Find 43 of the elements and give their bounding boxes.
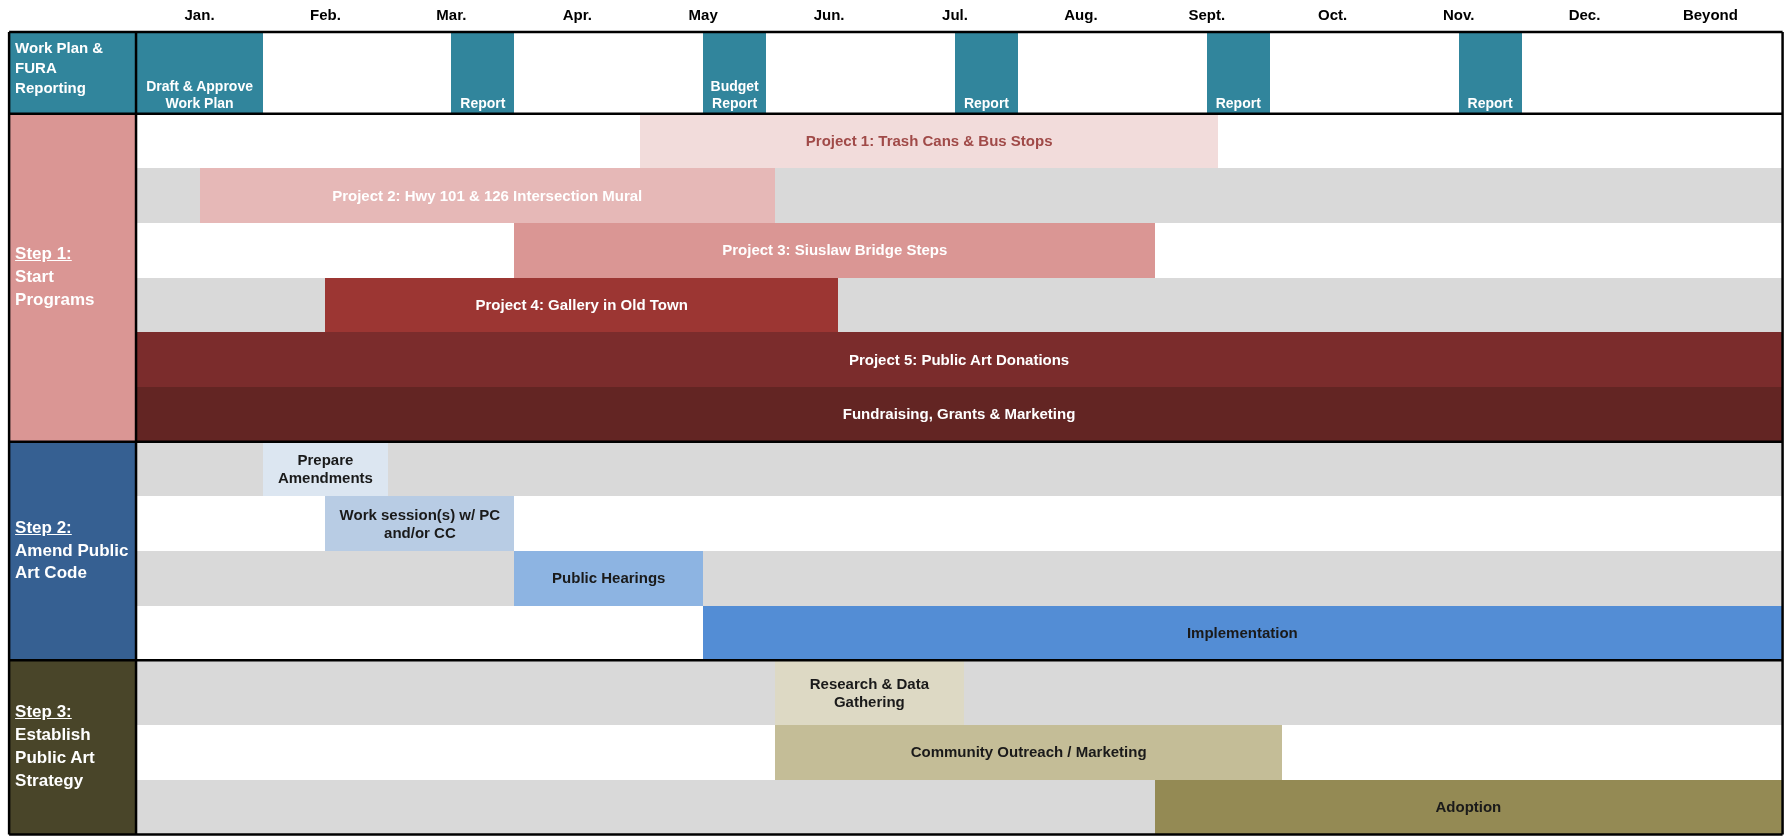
task-bar: Community Outreach / Marketing	[774, 725, 1283, 780]
row-header	[9, 660, 136, 835]
task-bar: Public Hearings	[514, 550, 704, 606]
row-header	[9, 441, 136, 661]
milestone-bar: Draft & Approve Work Plan	[136, 31, 263, 114]
month-label: Apr.	[561, 6, 593, 23]
month-label: Beyond	[1681, 6, 1739, 23]
step-title: Start Programs	[15, 266, 96, 312]
step-label: Step 3:	[15, 701, 73, 724]
month-label: Jul.	[941, 6, 969, 23]
month-label: Jan.	[183, 6, 216, 23]
task-bar: Project 4: Gallery in Old Town	[325, 277, 838, 333]
task-bar: Project 1: Trash Cans & Bus Stops	[640, 113, 1219, 169]
step-label: Step 2:	[15, 516, 73, 539]
row-header	[9, 113, 136, 442]
milestone-bar: Report	[1458, 31, 1522, 114]
task-bar: Project 3: Siuslaw Bridge Steps	[514, 223, 1156, 278]
task-bar: Work session(s) w/ PC and/or CC	[325, 496, 515, 551]
task-bar: Project 2: Hwy 101 & 126 Intersection Mural	[199, 168, 775, 224]
month-label: Mar.	[435, 6, 468, 23]
month-label: Dec.	[1567, 6, 1602, 23]
task-bar: Adoption	[1155, 779, 1782, 835]
milestone-bar: Report	[451, 31, 515, 114]
month-label: Oct.	[1317, 6, 1349, 23]
task-bar: Research & Data Gathering	[774, 660, 964, 726]
milestone-bar: Report	[955, 31, 1018, 114]
month-label: Aug.	[1063, 6, 1099, 23]
month-label: Jun.	[812, 6, 846, 23]
step-title: Amend Public Art Code	[15, 539, 130, 585]
step-label: Step 1:	[15, 243, 73, 266]
month-label: Feb.	[309, 6, 342, 23]
milestone-bar: Budget Report	[703, 31, 767, 114]
task-bar: Project 5: Public Art Donations	[136, 332, 1782, 388]
row-header	[9, 31, 136, 114]
task-bar: Implementation	[703, 605, 1782, 661]
task-bar: Prepare Amendments	[262, 441, 389, 497]
month-label: Nov.	[1441, 6, 1476, 23]
header-label: Work Plan & FURA Reporting	[15, 37, 105, 99]
month-label: May	[687, 6, 719, 23]
step-title: Establish Public Art Strategy	[15, 724, 96, 793]
milestone-bar: Report	[1206, 31, 1270, 114]
task-bar: Fundraising, Grants & Marketing	[136, 387, 1782, 442]
month-label: Sept.	[1187, 6, 1227, 23]
